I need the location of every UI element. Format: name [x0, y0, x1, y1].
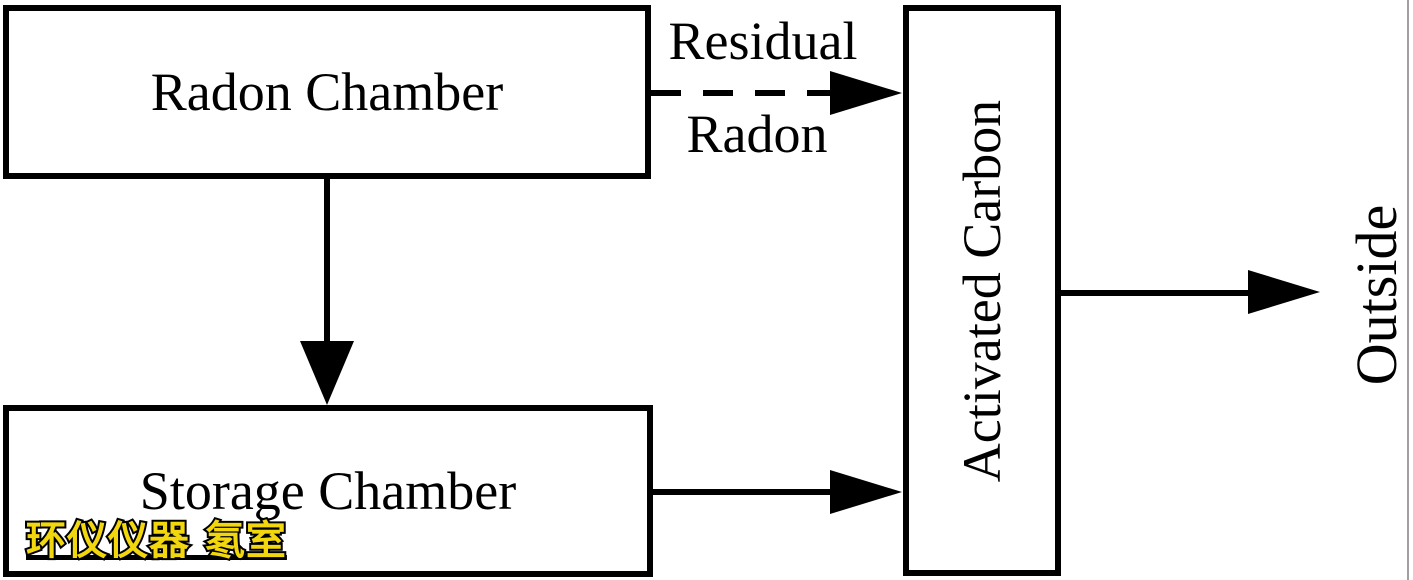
arrow-carbon-to-outside-line	[1061, 290, 1254, 296]
watermark-text: 环仪仪器 氡室	[24, 517, 288, 565]
radon-chamber-label: Radon Chamber	[150, 62, 504, 122]
arrow-radon-to-storage-line	[324, 179, 330, 345]
screen-edge-line	[1407, 0, 1409, 580]
arrow-radon-to-storage-arrowhead-icon	[300, 341, 354, 405]
storage-chamber-node: Storage Chamber	[3, 405, 653, 577]
residual-radon-label-line2: Radon	[686, 104, 828, 164]
arrow-residual-radon-arrowhead-icon	[830, 71, 902, 115]
radon-chamber-node: Radon Chamber	[3, 5, 651, 179]
arrow-carbon-to-outside-arrowhead-icon	[1248, 270, 1320, 314]
outside-label: Outside	[1344, 204, 1409, 386]
arrow-storage-to-carbon-arrowhead-icon	[830, 470, 902, 514]
residual-radon-label-line1: Residual	[668, 11, 858, 71]
activated-carbon-label: Activated Carbon	[952, 99, 1013, 482]
arrow-storage-to-carbon-line	[651, 489, 838, 495]
arrow-residual-radon-dashed-line	[651, 90, 838, 96]
storage-chamber-label: Storage Chamber	[139, 461, 517, 521]
activated-carbon-node: Activated Carbon	[903, 5, 1061, 576]
